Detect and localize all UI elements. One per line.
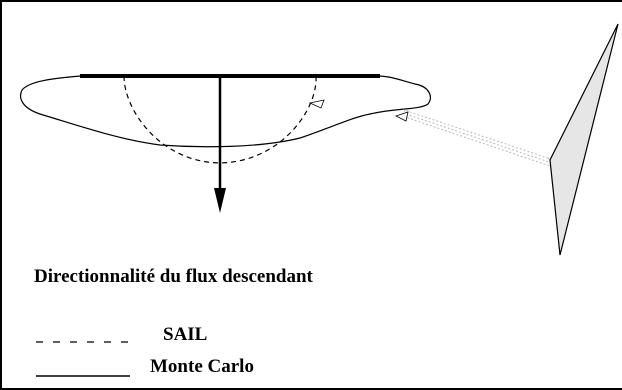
diagram-title: Directionnalité du flux descendant: [34, 266, 313, 288]
light-path-line: [406, 114, 552, 163]
monte-carlo-distribution-curve: [21, 76, 431, 147]
legend-label-monte-carlo: Monte Carlo: [150, 356, 254, 378]
small-arrowhead-1: [396, 112, 408, 121]
small-arrowhead-2: [310, 100, 324, 108]
light-path-band: [404, 110, 556, 168]
downward-flux-arrowhead: [214, 188, 226, 213]
legend-label-sail: SAIL: [163, 324, 207, 346]
leaf-shape: [550, 24, 618, 255]
